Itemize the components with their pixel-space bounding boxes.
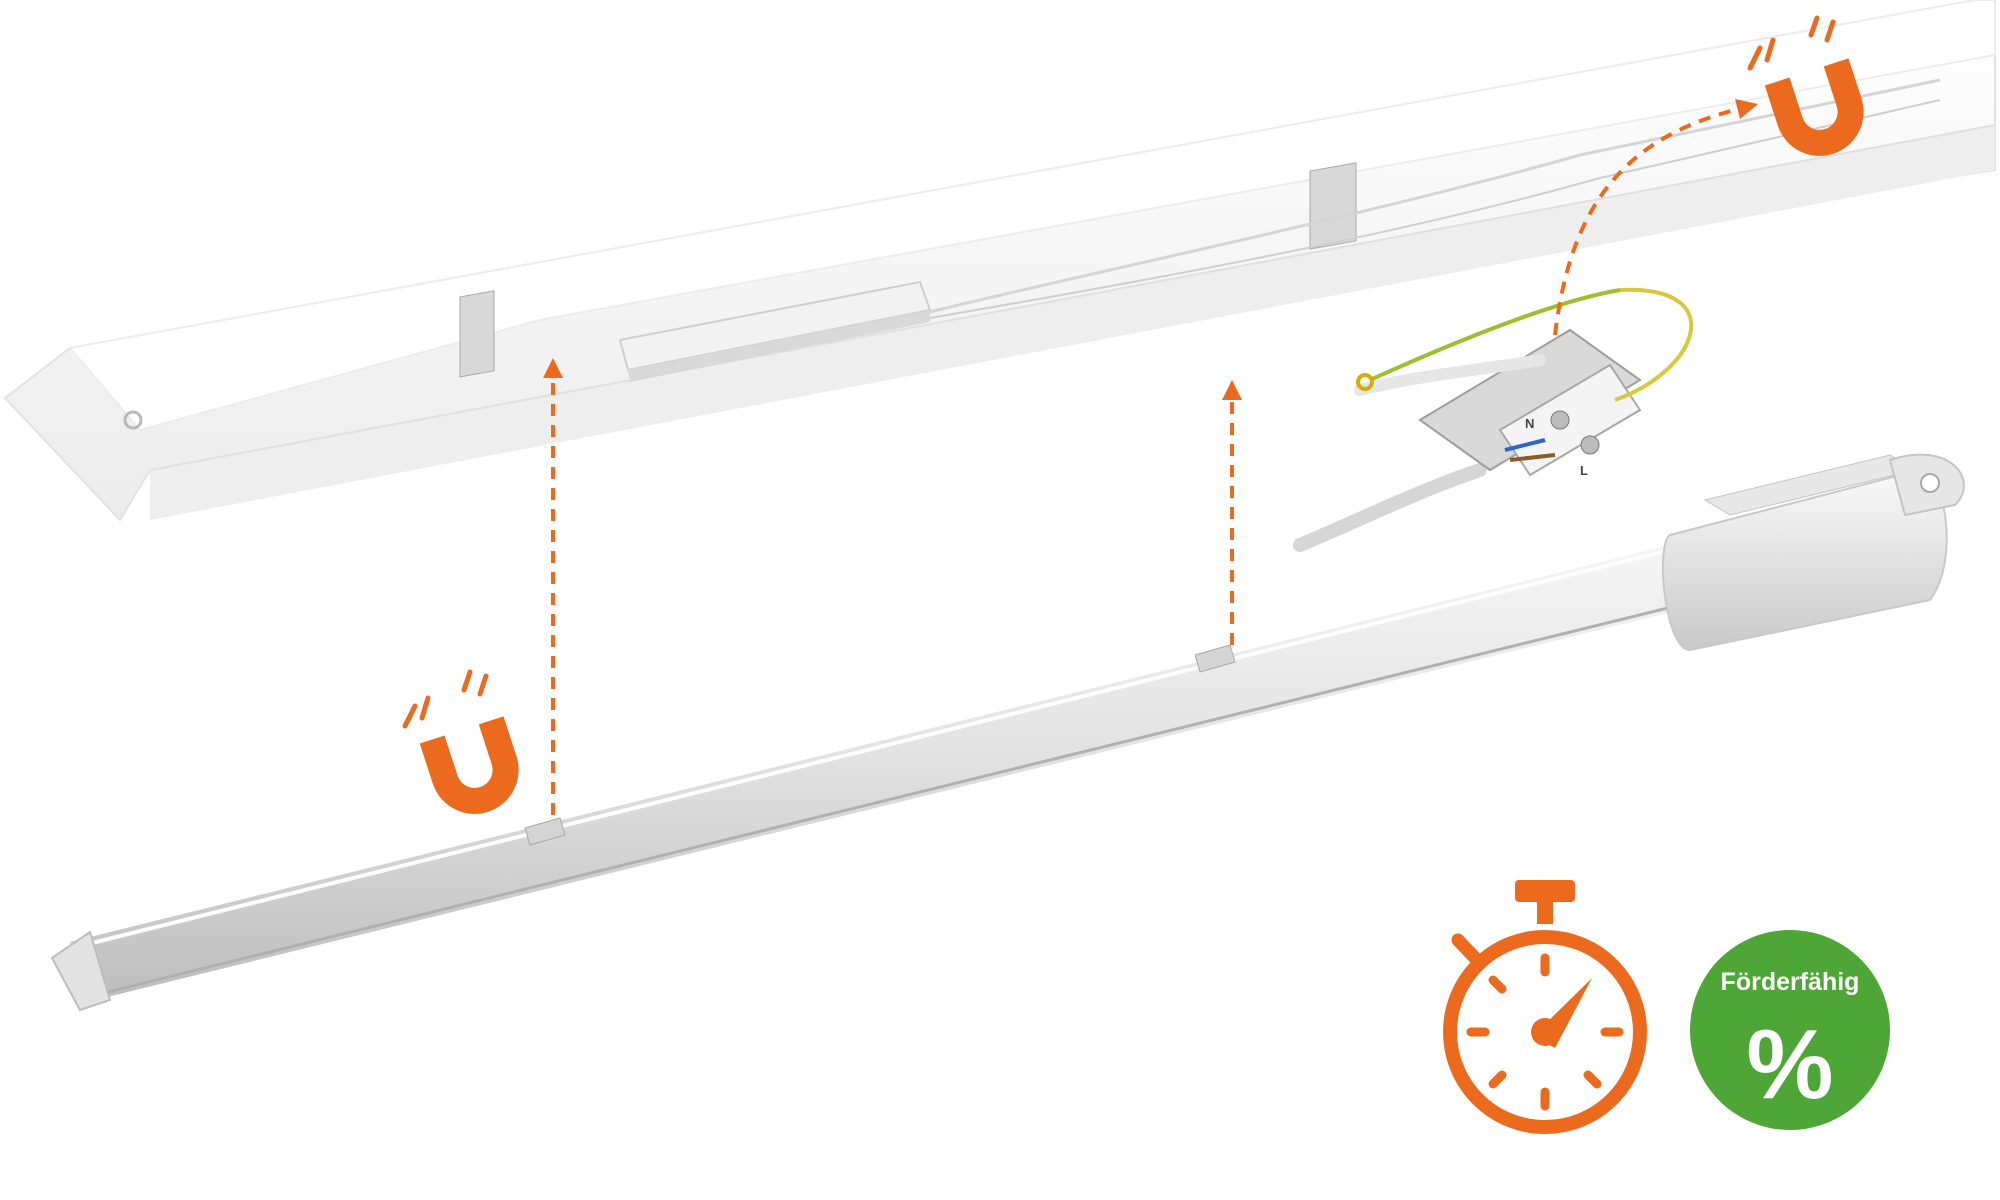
arrow-left-up xyxy=(543,358,563,815)
arrow-curved-to-magnet xyxy=(1553,99,1758,336)
stopwatch-icon xyxy=(1443,880,1647,1134)
funding-badge: Förderfähig % xyxy=(1690,930,1890,1130)
terminal-label-l: L xyxy=(1580,463,1588,478)
percent-badge-icon xyxy=(1690,930,1890,1130)
magnet-icon xyxy=(402,669,519,814)
badge-label: Förderfähig xyxy=(1721,968,1860,996)
terminal-block: N L xyxy=(1293,287,1694,552)
magnet-bracket xyxy=(1194,644,1236,673)
mounting-rail xyxy=(3,0,1996,522)
magnet-bracket xyxy=(524,817,566,846)
earth-wire xyxy=(1369,288,1621,382)
led-driver xyxy=(618,280,932,382)
mounting-hole xyxy=(123,410,143,430)
end-cap-left xyxy=(50,930,112,1012)
mounting-clip xyxy=(1309,162,1357,250)
end-cap-right xyxy=(1661,453,1965,652)
terminal-label-n: N xyxy=(1525,416,1534,431)
mounting-clip xyxy=(459,290,495,378)
led-tube xyxy=(50,453,1965,1012)
badge-symbol: % xyxy=(1746,1009,1833,1119)
arrow-middle-up xyxy=(1222,380,1242,645)
magnet-icon xyxy=(1747,15,1864,156)
power-cable xyxy=(1293,463,1487,552)
